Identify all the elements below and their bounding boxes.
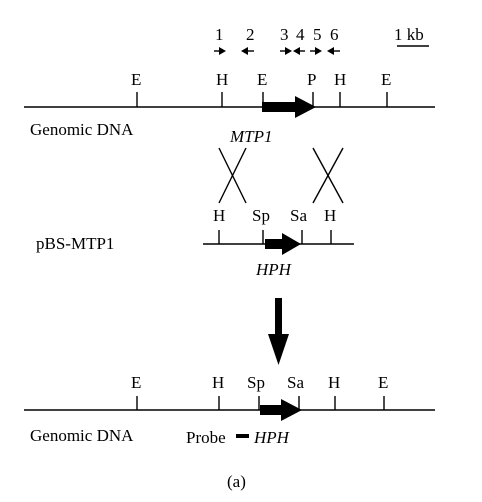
hph-gene-arrow	[260, 399, 302, 421]
crossover-right	[312, 147, 344, 204]
primer-2-label: 2	[246, 25, 255, 44]
primer-6-label: 6	[330, 25, 339, 44]
site-hindiii: H	[324, 206, 336, 225]
hph-gene-label: HPH	[255, 260, 293, 279]
site-sali: Sa	[287, 373, 304, 392]
panel-label: (a)	[227, 472, 246, 491]
primer-5-arrow	[310, 47, 322, 55]
hph-gene-label: HPH	[253, 428, 291, 447]
construct-label: pBS-MTP1	[36, 234, 114, 253]
primer-3-arrow	[280, 47, 292, 55]
scale-bar-label: 1 kb	[394, 25, 424, 44]
primer-2-arrow	[241, 47, 254, 55]
site-hindiii: H	[213, 206, 225, 225]
primer-4-arrow	[293, 47, 305, 55]
primer-1-label: 1	[215, 25, 224, 44]
mutant-dna-label: Genomic DNA	[30, 426, 134, 445]
site-ecori: E	[257, 70, 267, 89]
probe-label: Probe	[186, 428, 226, 447]
site-hindiii: H	[334, 70, 346, 89]
site-hindiii: H	[216, 70, 228, 89]
hph-gene-arrow	[265, 233, 301, 255]
primer-4-label: 4	[296, 25, 305, 44]
site-ecori: E	[381, 70, 391, 89]
site-ecori: E	[378, 373, 388, 392]
probe-bar	[236, 434, 249, 438]
mtp1-gene-arrow	[262, 96, 316, 118]
site-ecori: E	[131, 70, 141, 89]
recombination-arrow	[268, 298, 289, 365]
site-sali: Sa	[290, 206, 307, 225]
mtp1-gene-label: MTP1	[229, 127, 273, 146]
crossover-left	[218, 147, 247, 204]
primer-3-label: 3	[280, 25, 289, 44]
primer-6-arrow	[327, 47, 340, 55]
site-spei: Sp	[247, 373, 265, 392]
primer-5-label: 5	[313, 25, 322, 44]
site-psti: P	[307, 70, 316, 89]
site-spei: Sp	[252, 206, 270, 225]
site-hindiii: H	[212, 373, 224, 392]
site-hindiii: H	[328, 373, 340, 392]
site-ecori: E	[131, 373, 141, 392]
primer-1-arrow	[214, 47, 226, 55]
genomic-dna-label: Genomic DNA	[30, 120, 134, 139]
